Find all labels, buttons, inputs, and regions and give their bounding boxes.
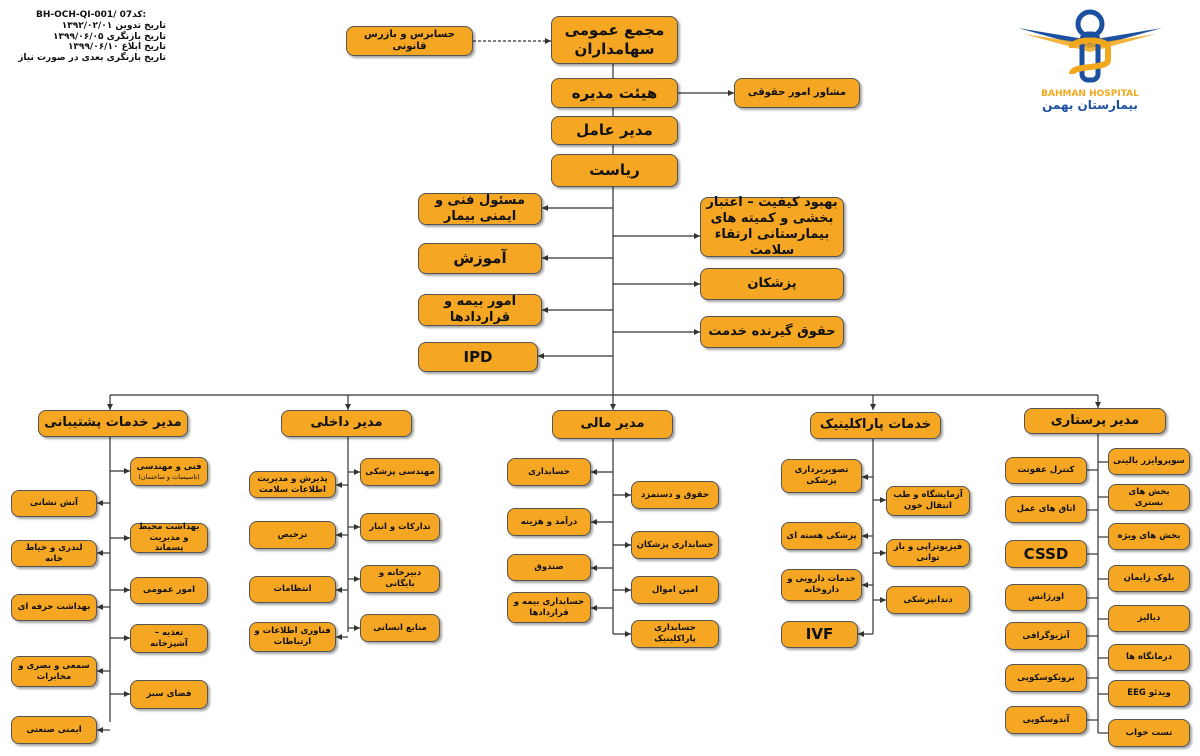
internal-item: تدارکات و انبار [360, 513, 440, 541]
support-services-manager-box: مدیر خدمات پشتیبانی [38, 410, 188, 437]
nursing-item: بلوک زایمان [1108, 565, 1190, 592]
paraclinic-item: خدمات دارویی و داروخانه [781, 569, 862, 601]
finance-item: حقوق و دستمزد [631, 481, 719, 509]
general-assembly-box: مجمع عمومی سهامداران [551, 16, 678, 64]
board-of-directors-box: هیئت مدیره [551, 78, 678, 108]
internal-item: فناوری اطلاعات و ارتباطات [249, 622, 336, 652]
finance-item: امین اموال [631, 576, 719, 604]
support-item: سمعی و بصری و مخابرات [11, 656, 97, 687]
nursing-item: CSSD [1005, 540, 1087, 568]
finance-item: درآمد و هزینه [507, 508, 591, 536]
nursing-item: اتاق های عمل [1005, 496, 1087, 523]
support-item: بهداشت محیط و مدیریت پسماند [130, 522, 208, 553]
patient-rights-box: حقوق گیرنده خدمت [700, 316, 844, 348]
support-item: بهداشت حرفه ای [11, 594, 97, 621]
internal-item: پذیرش و مدیریت اطلاعات سلامت [249, 471, 336, 498]
nursing-item: ویدئو EEG [1108, 680, 1190, 707]
paraclinic-services-box: خدمات پاراکلینیک [810, 412, 941, 439]
paraclinic-item: فیزیوتراپی و باز توانی [886, 539, 970, 567]
presidency-box: ریاست [551, 154, 678, 187]
internal-item: انتظامات [249, 576, 336, 603]
nursing-item: کنترل عفونت [1005, 457, 1087, 484]
nursing-item: بخش های بستری [1108, 484, 1190, 511]
support-item: فضای سبز [130, 680, 208, 709]
support-item-sublabel: (تاسیسات و ساختمان) [138, 472, 200, 481]
support-item: ایمنی صنعتی [11, 716, 97, 744]
paraclinic-item: IVF [781, 621, 858, 648]
support-item: فنی و مهندسی (تاسیسات و ساختمان) [130, 457, 208, 486]
support-item: امور عمومی [130, 577, 208, 604]
support-item: تغذیه – آشپزخانه [130, 624, 208, 653]
nursing-item: اورژانس [1005, 584, 1087, 611]
finance-item: حسابداری [507, 458, 591, 486]
auditor-box: حسابرس و بازرس قانونی [346, 26, 473, 56]
compile-date: تاریخ تدوین ۱۳۹۲/۰۲/۰۱ [61, 20, 166, 31]
document-info: BH-OCH-QI-001/ 07‏:کد تاریخ تدوین ۱۳۹۲/۰… [18, 10, 166, 64]
nursing-item: درمانگاه ها [1108, 644, 1190, 671]
paraclinic-item: پزشکی هسته ای [781, 522, 862, 550]
nursing-item: بخش های ویژه [1108, 523, 1190, 550]
quality-improvement-box: بهبود کیفیت – اعتبار بخشی و کمیته های بی… [700, 195, 844, 258]
ceo-box: مدیر عامل [551, 116, 678, 145]
next-revise-date: تاریخ بازنگری بعدی در صورت نیاز [18, 53, 166, 64]
hospital-logo-icon: BAHMAN HOSPITAL بیمارستان بهمن [1018, 9, 1162, 112]
legal-advisor-box: مشاور امور حقوقی [734, 78, 860, 108]
support-item: لندری و خیاط خانه [11, 540, 97, 567]
nursing-item: تست خواب [1108, 719, 1190, 747]
nursing-item: آنژیوگرافی [1005, 622, 1087, 650]
hospital-logo: BAHMAN HOSPITAL بیمارستان بهمن [1010, 4, 1170, 112]
internal-item: دبیرخانه و بایگانی [360, 565, 440, 593]
financial-manager-box: مدیر مالی [552, 410, 673, 439]
nursing-manager-box: مدیر پرستاری [1024, 408, 1166, 434]
nursing-item: دیالیز [1108, 605, 1190, 632]
internal-item: ترخیص [249, 521, 336, 549]
education-box: آموزش [418, 243, 542, 274]
finance-item: صندوق [507, 554, 591, 581]
internal-item: منابع انسانی [360, 614, 440, 642]
doc-code: BH-OCH-QI-001/ 07‏:کد [36, 10, 147, 20]
finance-item: حسابداری بیمه و قراردادها [507, 592, 591, 623]
notify-date: تاریخ ابلاغ ۱۳۹۹/۰۶/۱۰ [67, 42, 166, 53]
revise-date: تاریخ بازنگری ۱۳۹۹/۰۶/۰۵ [52, 31, 166, 42]
paraclinic-item: دندانپزشکی [886, 586, 970, 614]
logo-text-fa: بیمارستان بهمن [1042, 98, 1138, 112]
ipd-box: IPD [418, 342, 538, 372]
nursing-item: سوپروایزر بالینی [1108, 448, 1190, 475]
insurance-contracts-box: امور بیمه و قراردادها [418, 294, 542, 326]
internal-manager-box: مدیر داخلی [281, 410, 412, 437]
logo-text-en: BAHMAN HOSPITAL [1041, 89, 1139, 99]
support-item-label: فنی و مهندسی [136, 462, 202, 473]
support-item: آتش نشانی [11, 490, 97, 517]
paraclinic-item: آزمایشگاه و طب انتقال خون [886, 486, 970, 516]
nursing-item: آندوسکوپی [1005, 706, 1087, 734]
nursing-item: برونکوسکوپی [1005, 664, 1087, 692]
finance-item: حسابداری پزشکان [631, 531, 719, 559]
internal-item: مهندسی پزشکی [360, 458, 440, 486]
finance-item: حسابداری پاراکلینیک [631, 620, 719, 648]
patient-safety-box: مسئول فنی و ایمنی بیمار [418, 193, 542, 225]
physicians-box: پزشکان [700, 268, 844, 300]
paraclinic-item: تصویربرداری پزشکی [781, 459, 862, 493]
